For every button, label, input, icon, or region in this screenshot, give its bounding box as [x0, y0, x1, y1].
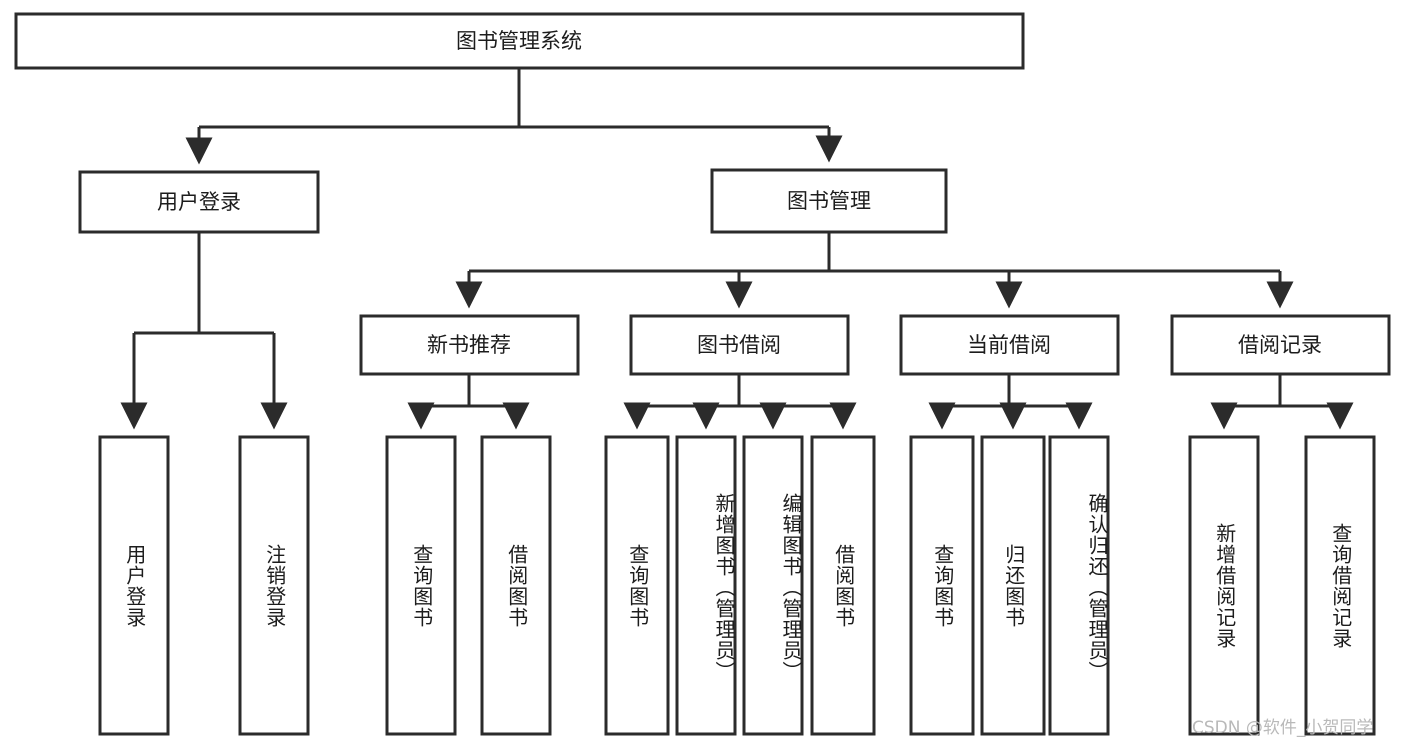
node-leaf-query-book-3[interactable]: [909, 435, 975, 736]
node-root-label: 图书管理系统: [456, 29, 582, 53]
connector-bookmanage-to-level3: [455, 232, 1294, 309]
node-current-borrow[interactable]: 当前借阅: [899, 314, 1120, 376]
node-borrow-record[interactable]: 借阅记录: [1170, 314, 1391, 376]
connector-root-to-level2: [185, 68, 843, 165]
node-current-borrow-label: 当前借阅: [967, 333, 1051, 357]
node-leaf-add-record[interactable]: [1188, 435, 1260, 736]
node-leaf-query-record[interactable]: [1304, 435, 1376, 736]
node-book-borrow[interactable]: 图书借阅: [629, 314, 850, 376]
node-leaf-add-book[interactable]: [675, 435, 737, 736]
node-book-manage-label: 图书管理: [787, 189, 871, 213]
connector-borrowrecord-to-leaves: [1210, 374, 1354, 430]
node-leaf-query-book-2[interactable]: [604, 435, 670, 736]
node-leaf-borrow-book-2[interactable]: [810, 435, 876, 736]
node-leaf-user-login[interactable]: [98, 435, 170, 736]
node-leaf-edit-book[interactable]: [742, 435, 804, 736]
watermark: CSDN @软件_小贺同学: [1192, 718, 1374, 738]
node-leaf-borrow-book-1[interactable]: [480, 435, 552, 736]
node-new-book-rec-label: 新书推荐: [427, 333, 511, 357]
node-book-borrow-label: 图书借阅: [697, 333, 781, 357]
connector-bookborrow-to-leaves: [623, 374, 857, 430]
connector-currentborrow-to-leaves: [928, 374, 1093, 430]
node-borrow-record-label: 借阅记录: [1238, 333, 1322, 357]
node-user-login[interactable]: 用户登录: [78, 170, 320, 234]
connector-newbook-to-leaves: [407, 374, 530, 430]
node-new-book-rec[interactable]: 新书推荐: [359, 314, 580, 376]
node-book-manage[interactable]: 图书管理: [710, 168, 948, 234]
node-leaf-confirm-return[interactable]: [1048, 435, 1110, 736]
node-user-login-label: 用户登录: [157, 190, 241, 214]
node-leaf-return-book[interactable]: [980, 435, 1046, 736]
node-root[interactable]: 图书管理系统: [14, 12, 1025, 70]
connector-userlogin-to-leaves: [120, 232, 288, 430]
node-leaf-user-logout[interactable]: [238, 435, 310, 736]
node-leaf-query-book-1[interactable]: [385, 435, 457, 736]
